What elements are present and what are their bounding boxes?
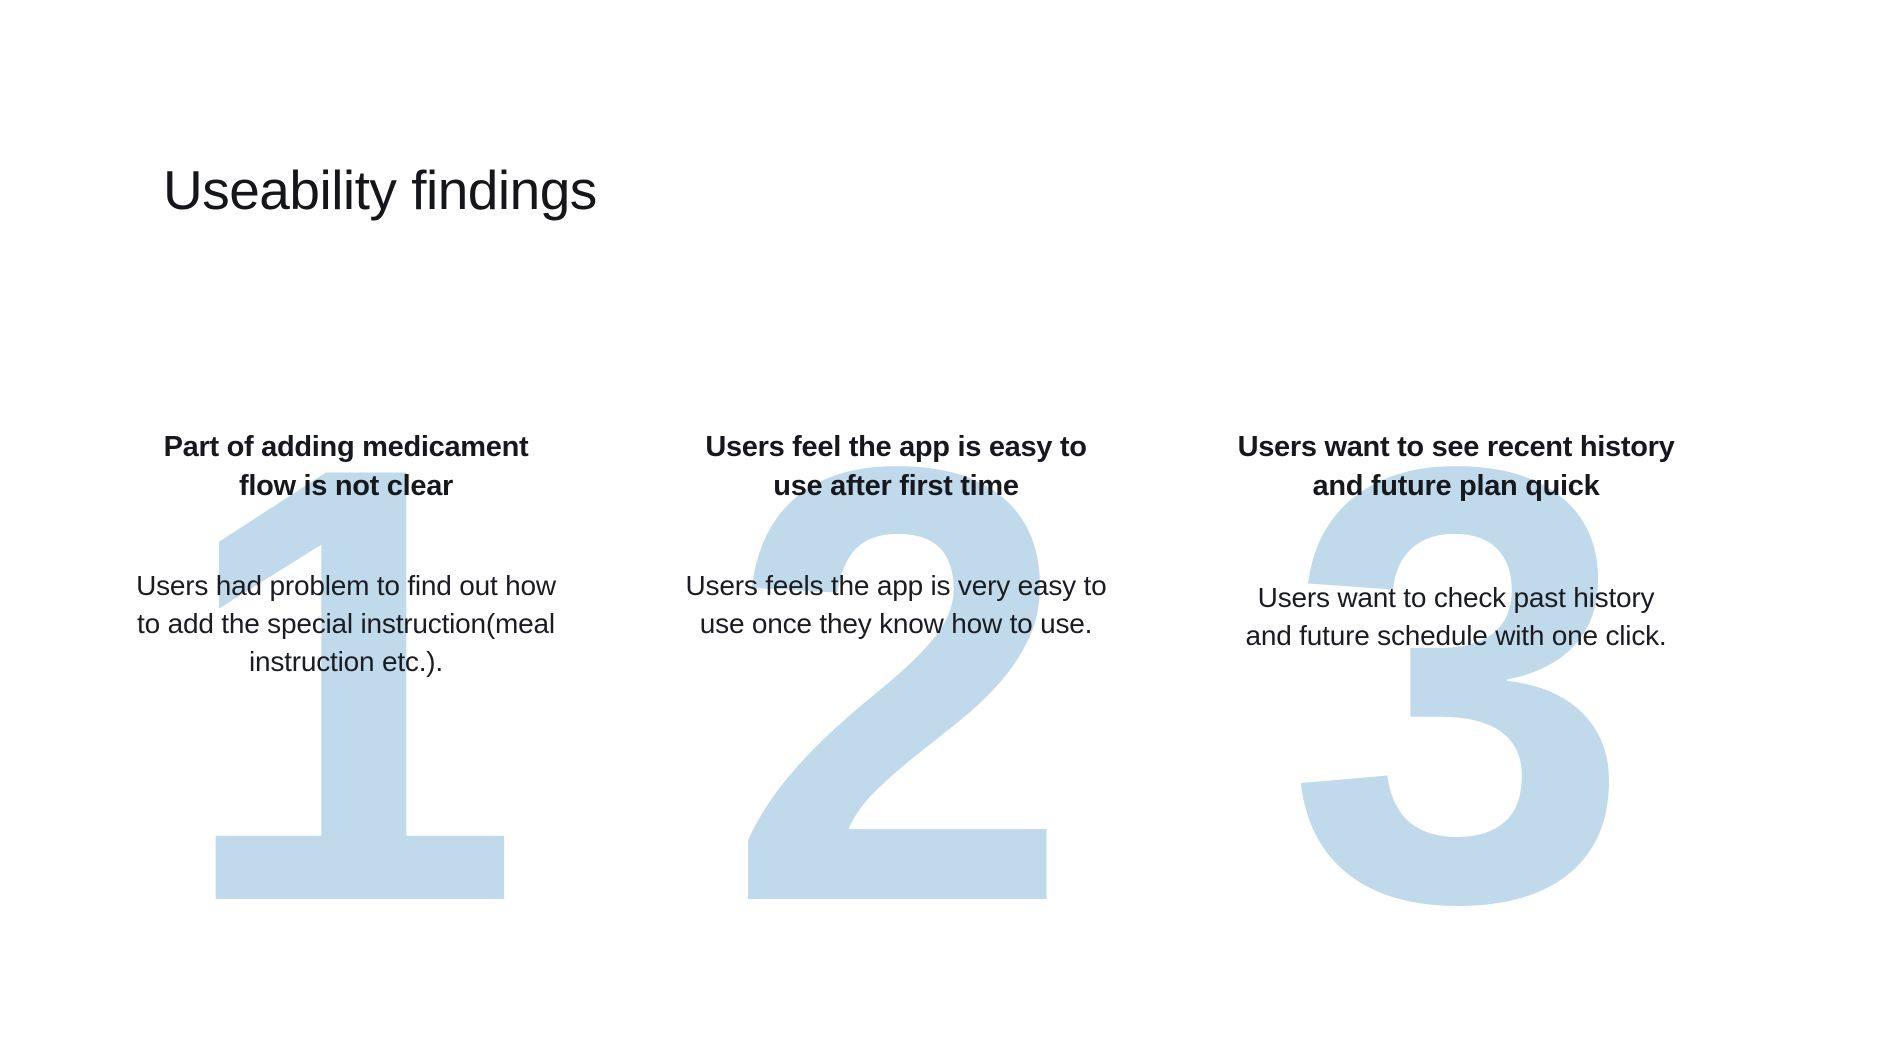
- finding-heading-3: Users want to see recent history and fut…: [1237, 431, 1675, 503]
- finding-text-3: Users want to see recent history and fut…: [1234, 428, 1678, 655]
- finding-column-1: 1 Part of adding medicament flow is not …: [110, 0, 580, 1060]
- finding-heading-1: Part of adding medicament flow is not cl…: [163, 431, 529, 503]
- background-numeral-1: 1: [176, 339, 522, 1031]
- finding-column-3: 3 Users want to see recent history and f…: [1220, 0, 1690, 1060]
- background-numeral-2: 2: [726, 339, 1072, 1031]
- finding-body-1: Users had problem to find out how to add…: [136, 569, 556, 678]
- finding-text-1: Part of adding medicament flow is not cl…: [132, 428, 560, 681]
- finding-body-3: Users want to check past history and fut…: [1245, 581, 1667, 651]
- finding-column-2: 2 Users feel the app is easy to use afte…: [660, 0, 1130, 1060]
- finding-body-2: Users feels the app is very easy to use …: [685, 569, 1107, 639]
- page-title: Useability findings: [163, 158, 597, 221]
- background-numeral-3: 3: [1286, 339, 1632, 1031]
- finding-text-2: Users feel the app is easy to use after …: [682, 428, 1110, 643]
- finding-heading-2: Users feel the app is easy to use after …: [705, 431, 1087, 503]
